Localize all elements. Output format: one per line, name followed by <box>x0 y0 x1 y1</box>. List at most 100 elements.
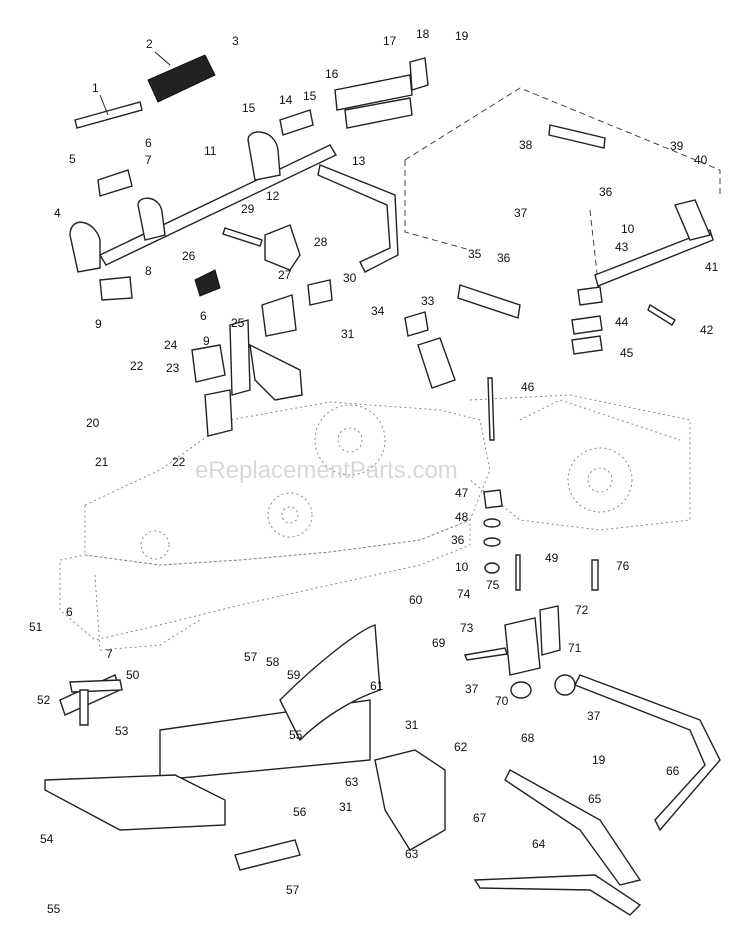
callout-45: 45 <box>620 346 634 360</box>
callout-76: 76 <box>616 559 630 573</box>
callout-19b: 19 <box>592 753 606 767</box>
callout-61: 61 <box>370 679 384 693</box>
callout-46: 46 <box>521 380 535 394</box>
callout-63a: 63 <box>345 775 359 789</box>
center-linkage <box>191 224 333 437</box>
callout-59: 59 <box>287 668 301 682</box>
callout-18: 18 <box>416 27 430 41</box>
callout-14: 14 <box>279 93 293 107</box>
callout-13: 13 <box>352 154 366 168</box>
callout-62: 62 <box>454 740 468 754</box>
callout-17: 17 <box>383 34 397 48</box>
callout-36c: 36 <box>451 533 465 547</box>
callout-31b: 31 <box>405 718 419 732</box>
callout-69: 69 <box>432 636 446 650</box>
callout-72: 72 <box>575 603 589 617</box>
callout-70: 70 <box>495 694 509 708</box>
callout-73: 73 <box>460 621 474 635</box>
callout-63b: 63 <box>405 847 419 861</box>
callout-22a: 22 <box>130 359 144 373</box>
callout-40: 40 <box>694 153 708 167</box>
callout-25: 25 <box>231 316 245 330</box>
callout-36b: 36 <box>599 185 613 199</box>
callout-16: 16 <box>325 67 339 81</box>
lift-shaft-assembly <box>69 54 429 301</box>
callout-37b: 37 <box>465 682 479 696</box>
callout-7a: 7 <box>145 153 152 167</box>
mower-deck <box>59 394 691 651</box>
callout-12: 12 <box>266 189 280 203</box>
callout-15a: 15 <box>242 101 256 115</box>
callout-43: 43 <box>615 240 629 254</box>
callout-9b: 9 <box>203 334 210 348</box>
callout-38: 38 <box>519 138 533 152</box>
callout-10a: 10 <box>621 222 635 236</box>
callout-15b: 15 <box>303 89 317 103</box>
dashed-outline <box>404 87 721 301</box>
callout-51: 51 <box>29 620 43 634</box>
callout-67: 67 <box>473 811 487 825</box>
callout-49: 49 <box>545 551 559 565</box>
callout-58: 58 <box>266 655 280 669</box>
callout-42: 42 <box>700 323 714 337</box>
callout-31a: 31 <box>341 327 355 341</box>
callout-23: 23 <box>166 361 180 375</box>
callout-10b: 10 <box>455 560 469 574</box>
callout-8: 8 <box>145 264 152 278</box>
callout-55a: 55 <box>289 728 303 742</box>
callout-34: 34 <box>371 304 385 318</box>
callout-74: 74 <box>457 587 471 601</box>
callout-6a: 6 <box>145 136 152 150</box>
callout-37a: 37 <box>514 206 528 220</box>
callout-24: 24 <box>164 338 178 352</box>
callout-66: 66 <box>666 764 680 778</box>
callout-20: 20 <box>86 416 100 430</box>
lower-parts <box>44 605 721 916</box>
callout-9a: 9 <box>95 317 102 331</box>
callout-22b: 22 <box>172 455 186 469</box>
callout-54: 54 <box>40 832 54 846</box>
callout-47: 47 <box>455 486 469 500</box>
callout-39: 39 <box>670 139 684 153</box>
callout-28: 28 <box>314 235 328 249</box>
callout-6b: 6 <box>200 309 207 323</box>
callout-7b: 7 <box>106 647 113 661</box>
callout-29: 29 <box>241 202 255 216</box>
callout-27: 27 <box>278 268 292 282</box>
callout-55b: 55 <box>47 902 61 916</box>
callout-4: 4 <box>54 206 61 220</box>
callout-30: 30 <box>343 271 357 285</box>
right-linkage <box>404 124 714 591</box>
callout-21: 21 <box>95 455 109 469</box>
callout-52: 52 <box>37 693 51 707</box>
callout-41: 41 <box>705 260 719 274</box>
callout-53: 53 <box>115 724 129 738</box>
callout-26: 26 <box>182 249 196 263</box>
callout-50: 50 <box>126 668 140 682</box>
callout-2: 2 <box>146 37 153 51</box>
callout-56: 56 <box>293 805 307 819</box>
callout-6c: 6 <box>66 605 73 619</box>
callout-35: 35 <box>468 247 482 261</box>
callout-48: 48 <box>455 510 469 524</box>
callout-11: 11 <box>204 144 217 158</box>
callout-3: 3 <box>232 34 239 48</box>
callout-71: 71 <box>568 641 582 655</box>
callout-33: 33 <box>421 294 435 308</box>
callout-labels: 1 2 3 4 5 6 7 8 9 11 12 13 14 15 15 16 1… <box>29 27 719 916</box>
callout-68: 68 <box>521 731 535 745</box>
callout-60: 60 <box>409 593 423 607</box>
callout-36a: 36 <box>497 251 511 265</box>
callout-57a: 57 <box>244 650 258 664</box>
callout-19a: 19 <box>455 29 469 43</box>
callout-75: 75 <box>486 578 500 592</box>
callout-5: 5 <box>69 152 76 166</box>
callout-57b: 57 <box>286 883 300 897</box>
callout-65: 65 <box>588 792 602 806</box>
callout-37c: 37 <box>587 709 601 723</box>
callout-1: 1 <box>92 81 99 95</box>
callout-44: 44 <box>615 315 629 329</box>
callout-64: 64 <box>532 837 546 851</box>
watermark-text: eReplacementParts.com <box>195 457 458 484</box>
